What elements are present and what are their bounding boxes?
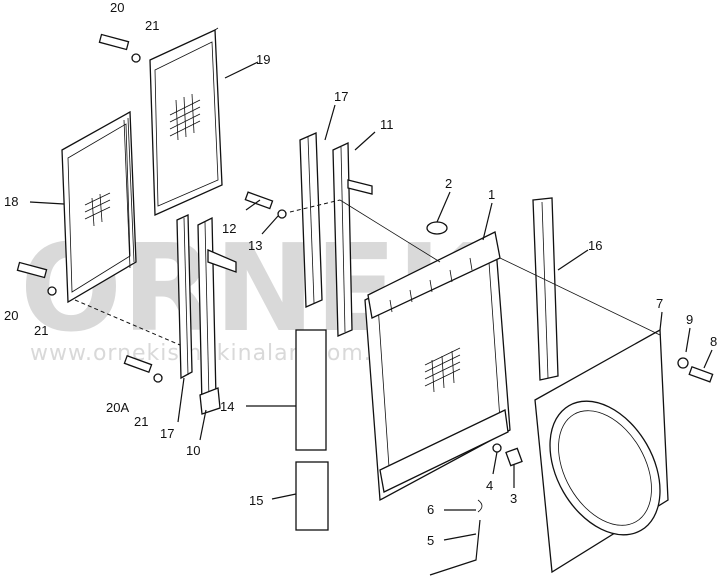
callout-13: 13 xyxy=(248,238,262,253)
seal-block-15 xyxy=(295,461,329,531)
callout-21: 21 xyxy=(145,18,159,33)
callout-17: 17 xyxy=(334,89,348,104)
bolt-20-left xyxy=(16,261,48,279)
washer-21-left xyxy=(47,286,57,296)
bolt-8 xyxy=(688,365,714,383)
screen-panel-upper xyxy=(149,27,223,216)
screen-panel-lower xyxy=(61,110,137,304)
callout-1: 1 xyxy=(488,187,495,202)
callout-15: 15 xyxy=(249,493,263,508)
callout-14: 14 xyxy=(220,399,234,414)
callout-8: 8 xyxy=(710,334,717,349)
callout-17-lower: 17 xyxy=(160,426,174,441)
callout-21-bottom: 21 xyxy=(134,414,148,429)
bracket-vertical xyxy=(197,216,237,415)
callout-12: 12 xyxy=(222,221,236,236)
callout-6: 6 xyxy=(427,502,434,517)
radiator-cap xyxy=(426,221,448,235)
plug-3 xyxy=(505,447,523,467)
callout-20: 20 xyxy=(110,0,124,15)
callout-2: 2 xyxy=(445,176,452,191)
alignment-line xyxy=(339,199,441,263)
radiator xyxy=(364,231,511,502)
washer-13 xyxy=(277,209,287,219)
leader-lines xyxy=(29,61,713,541)
bolt-20A xyxy=(123,354,153,374)
callout-11: 11 xyxy=(380,117,394,132)
callout-21-left: 21 xyxy=(34,323,48,338)
alignment-line xyxy=(74,299,181,346)
washer-4 xyxy=(492,443,502,453)
seal-strip-16 xyxy=(532,197,559,381)
washer-21-top xyxy=(131,53,141,63)
washer-9 xyxy=(677,357,689,369)
callout-19: 19 xyxy=(256,52,270,67)
washer-21-bottom xyxy=(153,373,163,383)
callout-7: 7 xyxy=(656,296,663,311)
callout-5: 5 xyxy=(427,533,434,548)
callout-18: 18 xyxy=(4,194,18,209)
bracket-upper-17 xyxy=(299,132,323,308)
alignment-line xyxy=(499,257,661,336)
seal-block-14 xyxy=(295,329,327,451)
bolt-20-top xyxy=(98,33,130,51)
callout-20-left: 20 xyxy=(4,308,18,323)
bracket-upper-11 xyxy=(332,141,373,337)
alignment-line xyxy=(289,199,341,213)
callout-9: 9 xyxy=(686,312,693,327)
clamp-6 xyxy=(477,499,483,513)
callout-4: 4 xyxy=(486,478,493,493)
fan-shroud xyxy=(534,328,669,574)
drain-hose xyxy=(429,519,481,576)
callout-16: 16 xyxy=(588,238,602,253)
bracket-left xyxy=(176,214,193,380)
callout-20A: 20A xyxy=(106,400,129,415)
callout-10: 10 xyxy=(186,443,200,458)
callout-3: 3 xyxy=(510,491,517,506)
